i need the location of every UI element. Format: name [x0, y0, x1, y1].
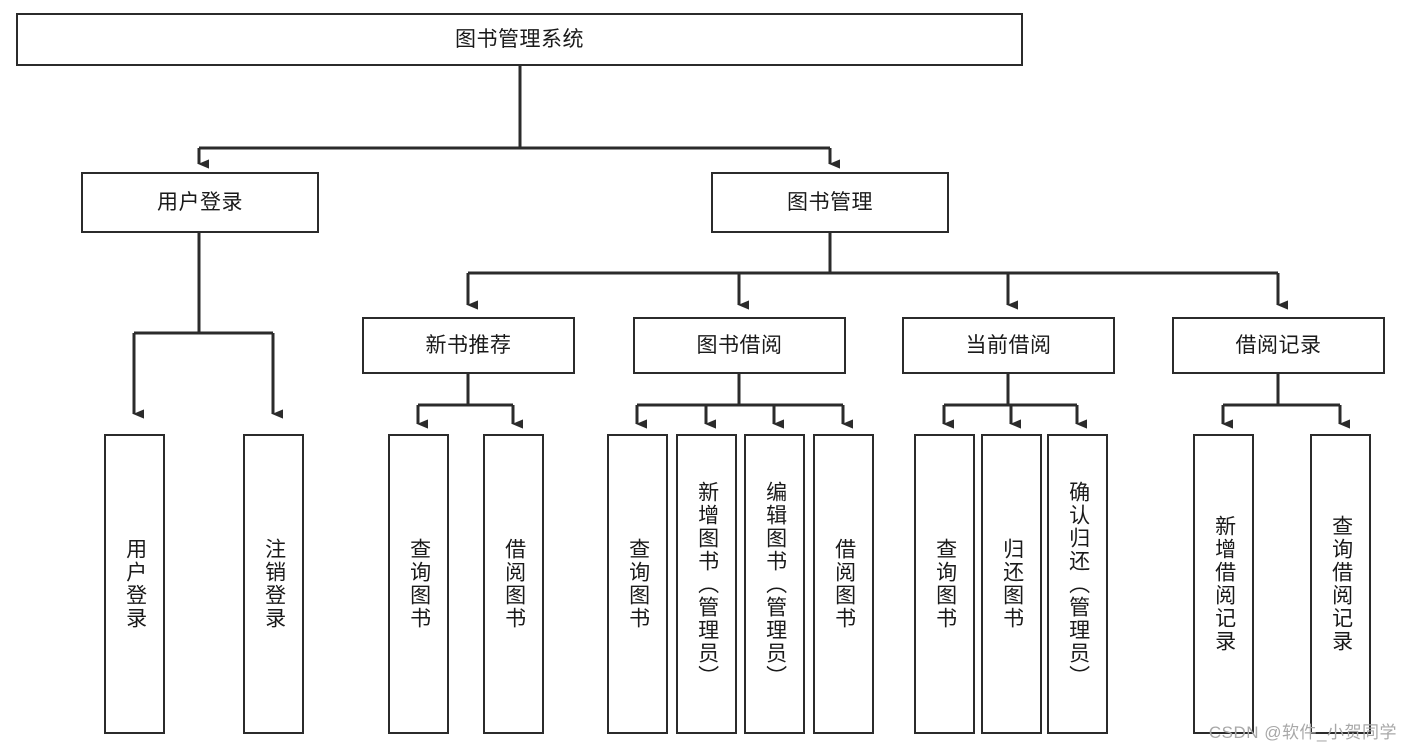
csdn-watermark: CSDN @软件_小贺同学: [1208, 723, 1397, 742]
node-leaf-query-book-1[interactable]: 查询图书: [388, 434, 449, 734]
node-leaf-add-borrow-record[interactable]: 新增借阅记录: [1193, 434, 1254, 734]
node-book-management-system[interactable]: 图书管理系统: [16, 13, 1023, 66]
node-label: 确认归还（管理员）: [1066, 480, 1090, 688]
node-leaf-query-book-2[interactable]: 查询图书: [607, 434, 668, 734]
node-label: 用户登录: [157, 190, 243, 214]
node-leaf-query-book-3[interactable]: 查询图书: [914, 434, 975, 734]
node-leaf-return-book[interactable]: 归还图书: [981, 434, 1042, 734]
node-new-book-recommend[interactable]: 新书推荐: [362, 317, 575, 374]
node-book-management[interactable]: 图书管理: [711, 172, 949, 233]
node-label: 查询图书: [407, 538, 431, 630]
node-label: 编辑图书（管理员）: [763, 480, 787, 688]
node-label: 新书推荐: [425, 333, 512, 357]
node-book-borrow[interactable]: 图书借阅: [633, 317, 846, 374]
node-label: 归还图书: [1000, 538, 1024, 630]
node-label: 查询图书: [626, 538, 650, 630]
node-label: 查询借阅记录: [1329, 515, 1353, 653]
node-leaf-logout-login[interactable]: 注销登录: [243, 434, 304, 734]
node-label: 新增图书（管理员）: [695, 480, 719, 688]
node-borrow-record[interactable]: 借阅记录: [1172, 317, 1385, 374]
node-leaf-query-borrow-record[interactable]: 查询借阅记录: [1310, 434, 1371, 734]
node-label: 新增借阅记录: [1212, 515, 1236, 653]
node-label: 查询图书: [933, 538, 957, 630]
node-label: 注销登录: [262, 538, 286, 630]
node-leaf-user-login[interactable]: 用户登录: [104, 434, 165, 734]
node-current-borrow[interactable]: 当前借阅: [902, 317, 1115, 374]
node-label: 图书管理: [787, 190, 873, 214]
node-leaf-edit-book[interactable]: 编辑图书（管理员）: [744, 434, 805, 734]
node-label: 借阅图书: [502, 538, 526, 630]
node-leaf-borrow-book-1[interactable]: 借阅图书: [483, 434, 544, 734]
node-label: 用户登录: [123, 538, 147, 630]
node-label: 借阅图书: [832, 538, 856, 630]
node-leaf-borrow-book-2[interactable]: 借阅图书: [813, 434, 874, 734]
node-user-login[interactable]: 用户登录: [81, 172, 319, 233]
node-leaf-add-book[interactable]: 新增图书（管理员）: [676, 434, 737, 734]
node-label: 借阅记录: [1235, 333, 1322, 357]
node-label: 图书借阅: [696, 333, 783, 357]
node-label: 当前借阅: [965, 333, 1052, 357]
node-label: 图书管理系统: [455, 27, 584, 51]
node-leaf-confirm-return[interactable]: 确认归还（管理员）: [1047, 434, 1108, 734]
